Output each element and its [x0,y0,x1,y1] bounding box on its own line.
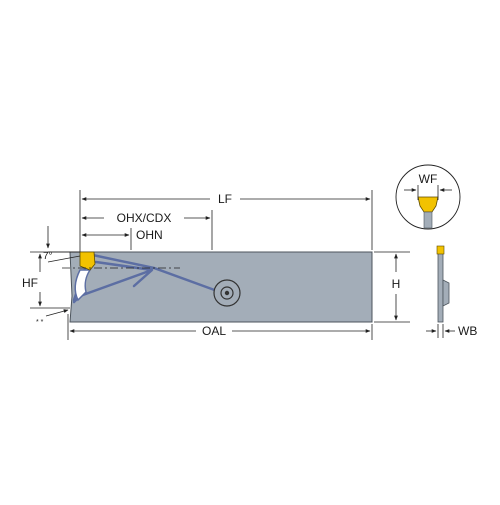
lf-dimension [79,190,373,252]
corner-note: * * [36,319,44,326]
angle-label: 7° [43,251,53,262]
oal-label: OAL [202,324,226,338]
clamp-screw [213,279,241,307]
pocket-outline [74,269,92,302]
side-view [436,245,450,323]
h-label: H [392,277,401,291]
lf-label: LF [218,192,232,206]
side-insert [436,245,445,255]
hf-label: HF [22,276,38,290]
ohn-dimension [81,228,132,250]
ohn-label: OHN [136,228,163,242]
ohx-cdx-label: OHX/CDX [117,211,172,225]
wf-blade-section [423,211,433,229]
ohx-dimension [81,210,213,250]
wf-detail-view [395,164,461,230]
wf-label: WF [419,172,438,186]
side-screw-head [442,279,450,307]
angle-dimension [46,226,81,263]
wb-label: WB [458,324,477,338]
wb-dimension [426,324,455,338]
corner-leader [45,309,69,317]
cutting-insert [79,251,96,271]
oal-dimension [67,314,373,340]
side-blade [437,251,444,323]
hf-dimension [30,251,80,309]
h-dimension [374,251,410,323]
